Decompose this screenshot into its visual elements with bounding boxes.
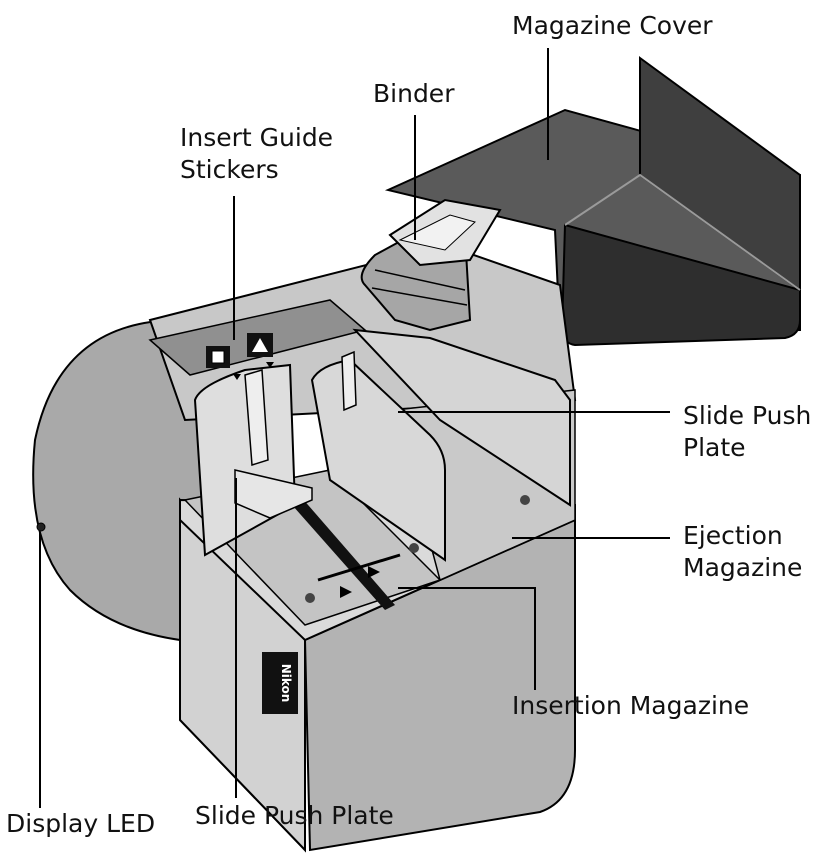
display-led-icon [36, 522, 46, 532]
label-magazine-cover: Magazine Cover [512, 11, 713, 40]
binder [360, 198, 502, 332]
magazine-cover [384, 56, 801, 347]
magazine-cover-rim [564, 173, 801, 291]
label-binder: Binder [373, 79, 455, 108]
insert-guide-sticker-left-inner [211, 350, 225, 364]
label-ejection-line2: Magazine [683, 553, 803, 582]
label-display-led: Display LED [6, 809, 156, 838]
insertion-arrow-icon [340, 586, 352, 598]
label-ejection-magazine: Ejection Magazine [683, 520, 802, 584]
binder-ridge-2 [371, 287, 468, 306]
insertion-hole [305, 593, 315, 603]
housing-front-face [303, 518, 576, 852]
ejection-hole [520, 495, 530, 505]
insertion-arrow-icon-2 [368, 566, 380, 578]
label-insert-guide-line1: Insert Guide [180, 123, 334, 152]
binder-top-grip [398, 214, 476, 251]
insert-guide-pointer-icon [233, 374, 241, 380]
slide-push-plate-left [193, 363, 313, 557]
label-insertion-magazine: Insertion Magazine [512, 691, 750, 720]
insert-guide-pointer-icon-2 [266, 362, 274, 368]
insertion-guide-line [317, 553, 401, 582]
binder-ridge-1 [374, 269, 466, 291]
label-slide-push-right-line1: Slide Push [683, 401, 812, 430]
nikon-logo-badge [262, 652, 298, 714]
slide-push-plate-right-body [352, 328, 571, 507]
label-slide-push-right-line2: Plate [683, 433, 746, 462]
insert-guide-stickers [206, 333, 274, 380]
slide-push-plate-right [352, 328, 571, 507]
insertion-track-slot [270, 475, 395, 610]
slide-push-plate-left-handle [244, 369, 269, 466]
slide-push-plate-center-handle [341, 350, 357, 412]
label-insert-guide-stickers: Insert Guide Stickers [180, 122, 333, 186]
label-insert-guide-line2: Stickers [180, 155, 279, 184]
label-slide-push-plate-right: Slide Push Plate [683, 400, 811, 464]
label-ejection-line1: Ejection [683, 521, 783, 550]
insertion-hole-2 [409, 543, 419, 553]
label-slide-push-plate-bottom: Slide Push Plate [195, 801, 394, 830]
nikon-logo-text: Nikon [279, 664, 293, 703]
slide-push-plate-center [310, 350, 446, 562]
insert-guide-sticker-right-arrow [252, 338, 268, 352]
leader-lines [39, 48, 670, 808]
leader-insertion-magazine [398, 587, 536, 690]
